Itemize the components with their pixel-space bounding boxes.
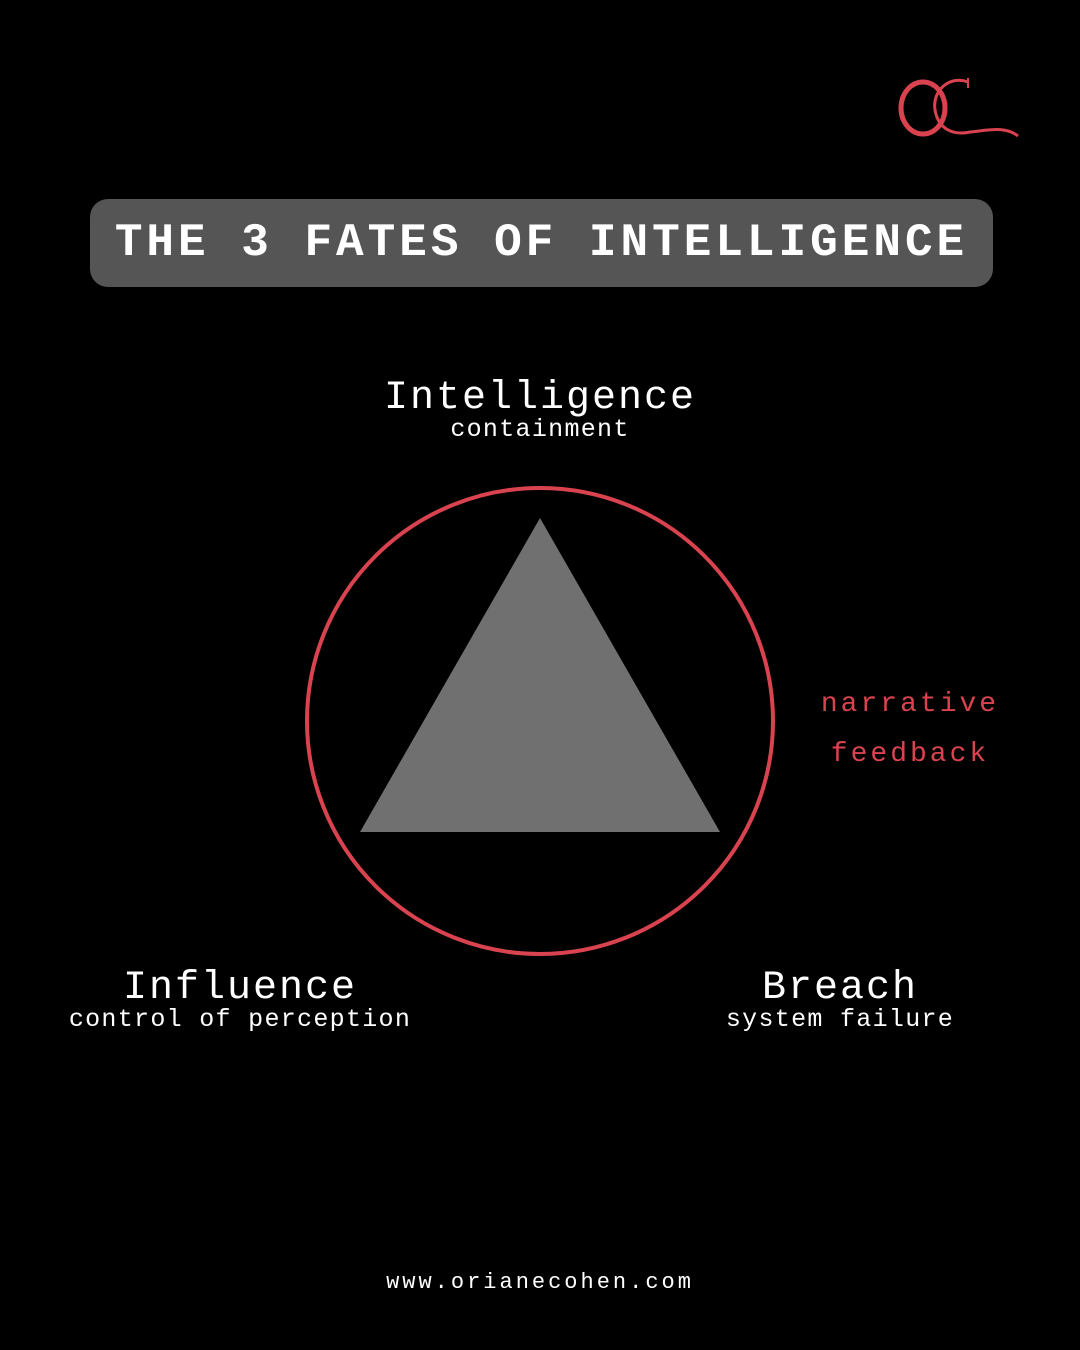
node-subtitle: control of perception <box>68 1005 412 1034</box>
node-subtitle: containment <box>450 415 630 444</box>
node-title: Intelligence <box>383 376 697 421</box>
feedback-circle <box>305 486 775 956</box>
title-banner: THE 3 FATES OF INTELLIGENCE <box>90 199 993 287</box>
node-influence: Influence control of perception <box>40 966 440 1034</box>
node-intelligence: Intelligence containment <box>340 376 740 444</box>
page-title: THE 3 FATES OF INTELLIGENCE <box>114 217 969 269</box>
cycle-label: narrative feedback <box>800 680 1020 780</box>
cycle-label-line: narrative <box>820 689 1000 720</box>
node-title: Breach <box>761 966 919 1011</box>
oc-logo <box>898 78 1019 138</box>
node-breach: Breach system failure <box>640 966 1040 1034</box>
website-link[interactable]: www.orianecohen.com <box>386 1270 694 1295</box>
cycle-label-line: feedback <box>830 739 990 770</box>
fates-triangle <box>360 518 720 832</box>
node-subtitle: system failure <box>725 1005 955 1034</box>
node-title: Influence <box>122 966 358 1011</box>
